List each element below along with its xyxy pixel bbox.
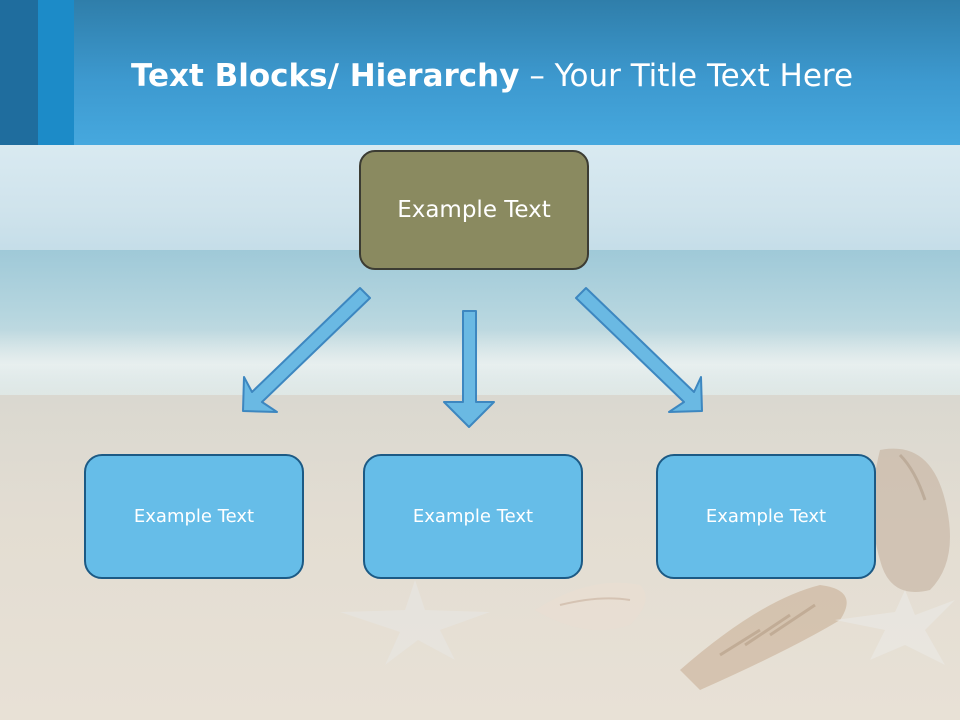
arrow-right [575,287,703,413]
title-header: Text Blocks/ Hierarchy – Your Title Text… [0,0,960,145]
child-node-right[interactable]: Example Text [656,454,876,579]
slide-title: Text Blocks/ Hierarchy – Your Title Text… [0,56,960,96]
child-node-left[interactable]: Example Text [84,454,304,579]
arrow-center [443,310,495,428]
surf [0,330,960,400]
child-node-label: Example Text [705,506,827,527]
child-node-label: Example Text [412,506,534,527]
slide-title-bold: Text Blocks/ Hierarchy [130,58,520,94]
child-node-center[interactable]: Example Text [363,454,583,579]
root-node-label: Example Text [397,197,551,223]
header-accent-stripe [38,0,74,145]
child-node-label: Example Text [133,506,255,527]
root-node[interactable]: Example Text [359,150,589,270]
arrow-left [242,287,371,413]
slide-title-rest: – Your Title Text Here [529,58,854,94]
header-accent-stripe [0,0,38,145]
